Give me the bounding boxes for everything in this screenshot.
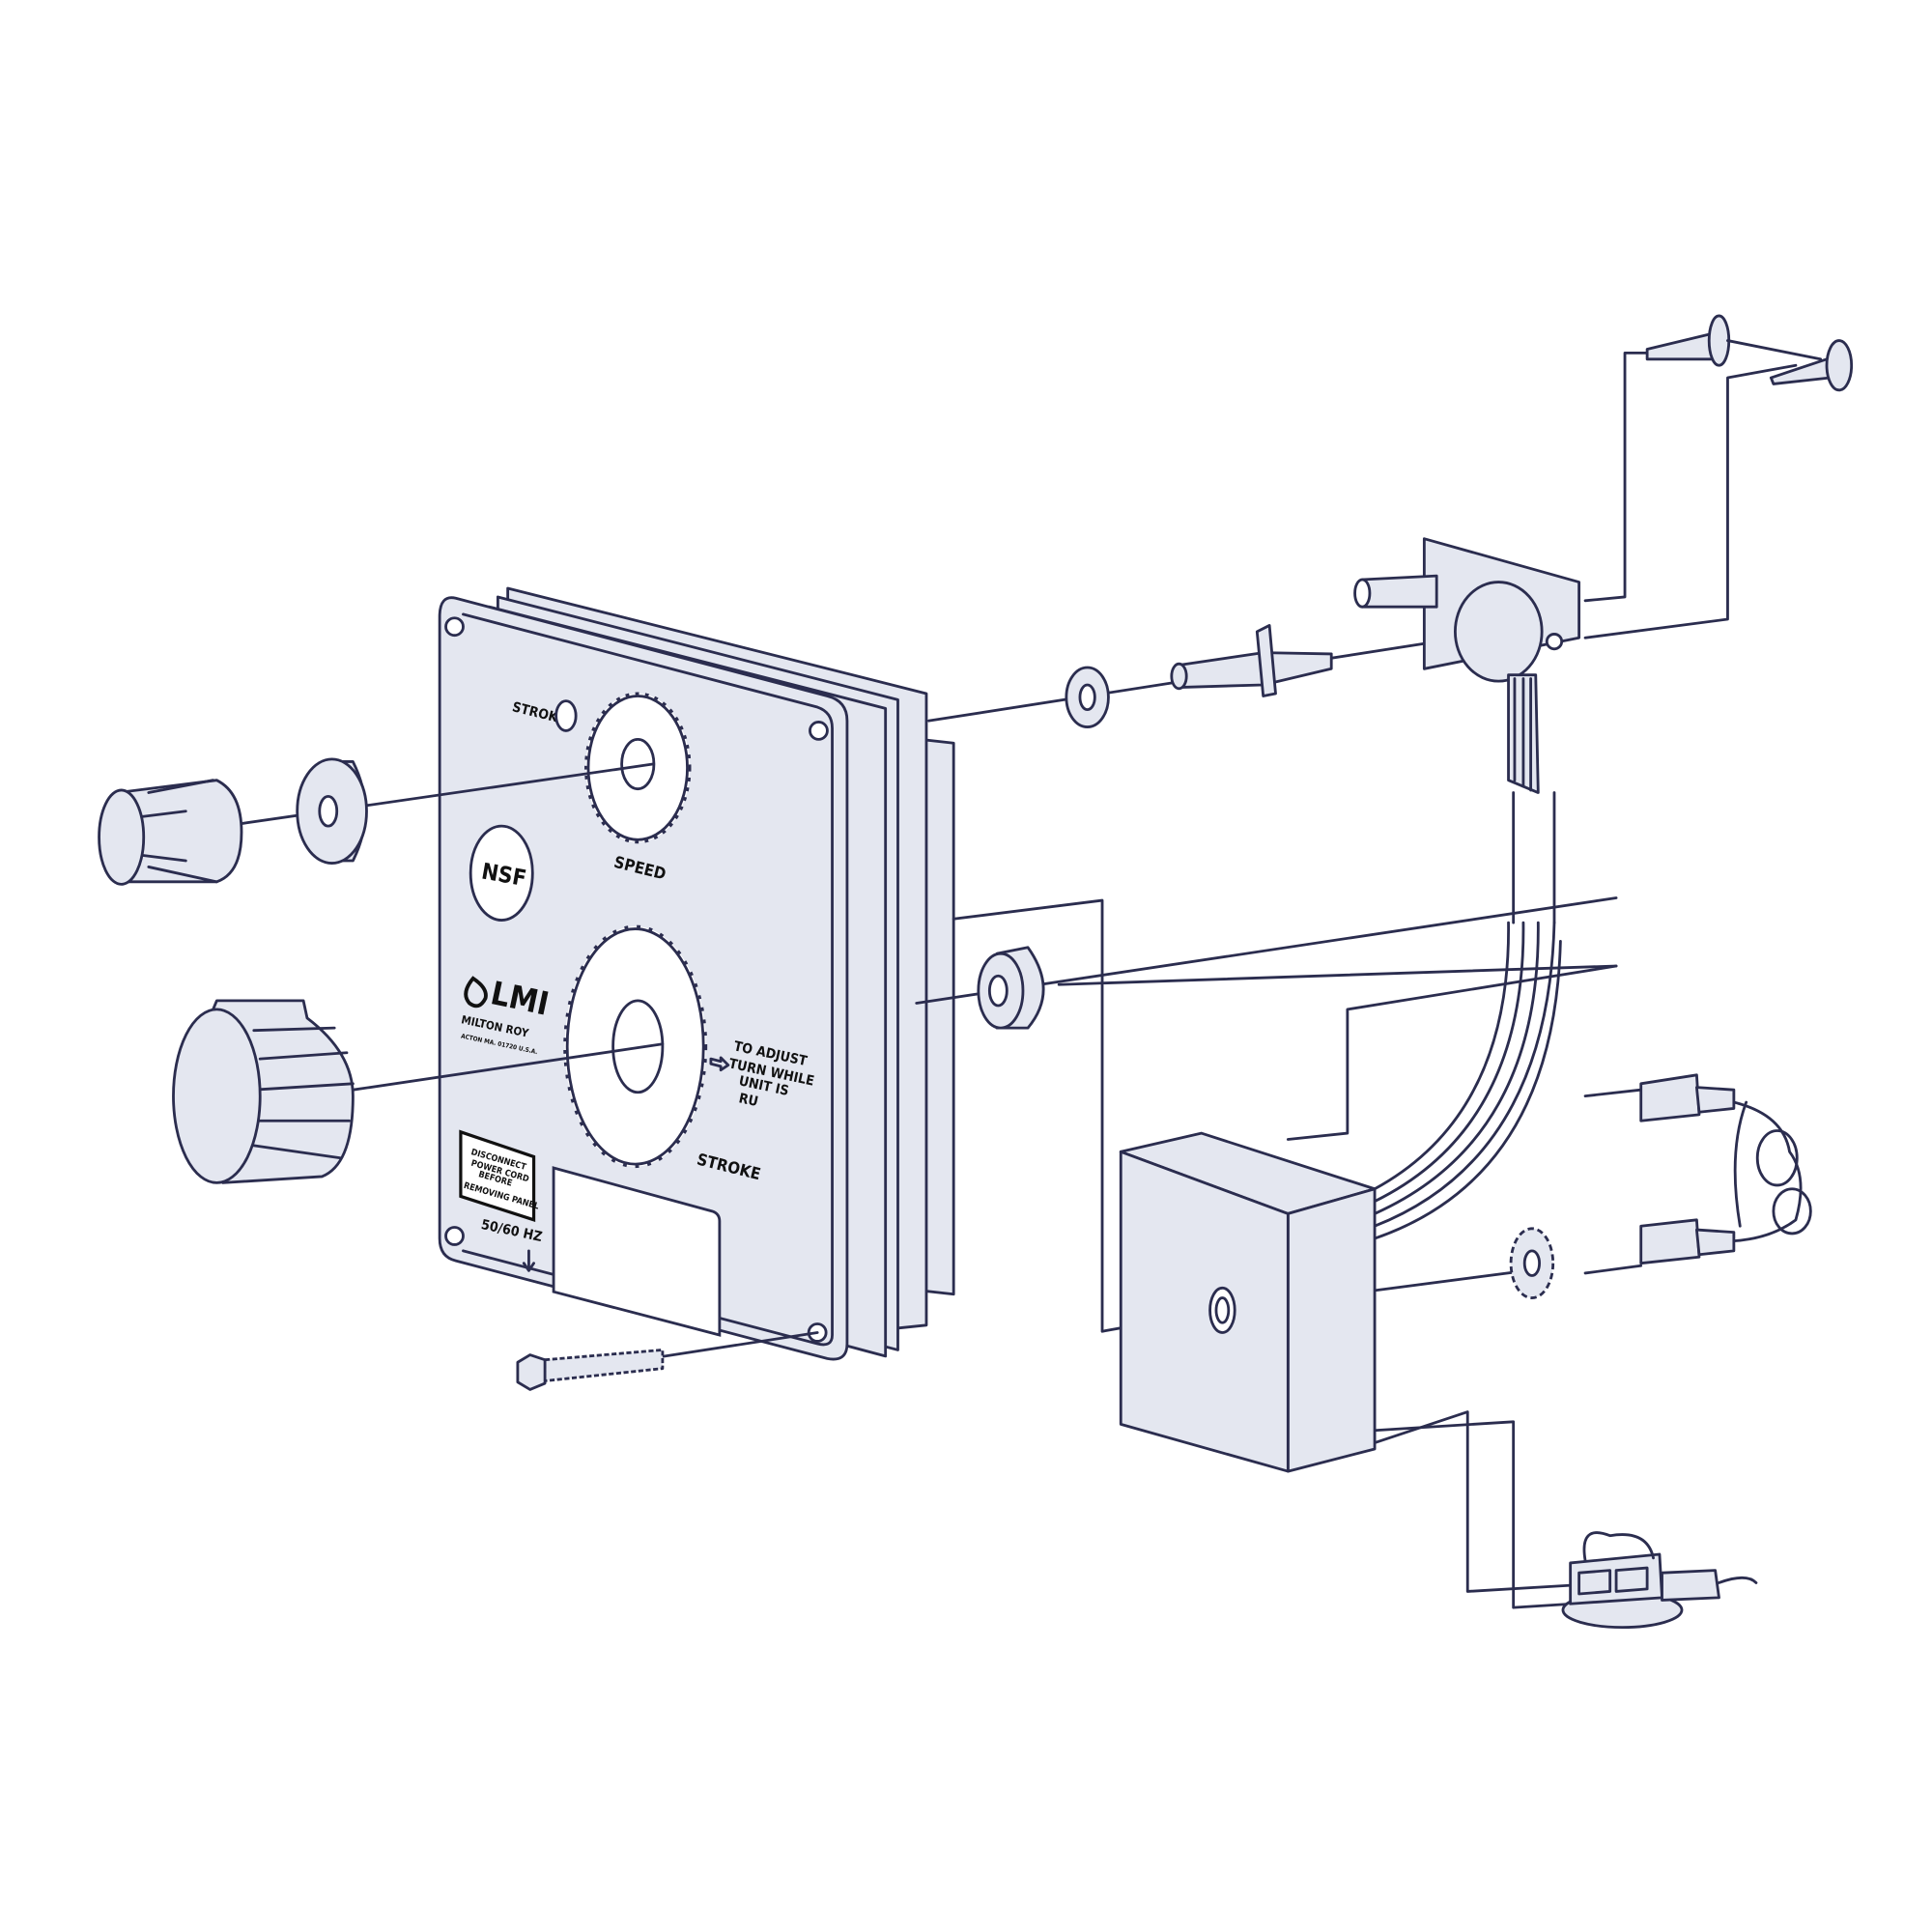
svg-text:RU: RU xyxy=(737,1091,759,1110)
adjust-note: TO ADJUST TURN WHILE UNIT IS RU xyxy=(727,1038,815,1110)
front-panel: STROKE SPEED NSF STROKE LMI MILTON ROY A… xyxy=(438,596,849,1361)
warning-label: DISCONNECT POWER CORD BEFORE REMOVING PA… xyxy=(459,1129,540,1223)
panel-screw xyxy=(516,1349,665,1391)
stroke-dial[interactable] xyxy=(563,924,708,1169)
stroke-indicator-light xyxy=(554,699,578,732)
screw-hole-icon xyxy=(444,1226,465,1246)
switch-plate xyxy=(1353,537,1581,794)
mounting-screws xyxy=(1645,314,1854,392)
bottom-connector xyxy=(1561,1531,1758,1630)
speed-knob xyxy=(98,779,243,886)
down-arrow-icon xyxy=(522,1249,535,1272)
speed-dial[interactable] xyxy=(584,692,692,844)
label-plate xyxy=(552,1166,722,1337)
arrow-icon xyxy=(709,1056,730,1072)
washer xyxy=(296,757,368,866)
star-washer xyxy=(1509,1227,1555,1300)
shaft-washer xyxy=(1065,666,1110,728)
ribbon-cable xyxy=(1373,921,1562,1240)
nsf-mark: NSF xyxy=(469,824,534,922)
screw-hole-icon xyxy=(809,721,829,741)
control-box xyxy=(1119,1131,1377,1473)
terminal-connectors xyxy=(1639,1073,1812,1265)
screw-hole-icon xyxy=(444,616,465,638)
stroke-knob xyxy=(172,999,355,1184)
pot-shaft xyxy=(1170,624,1333,697)
grommet xyxy=(977,946,1045,1030)
